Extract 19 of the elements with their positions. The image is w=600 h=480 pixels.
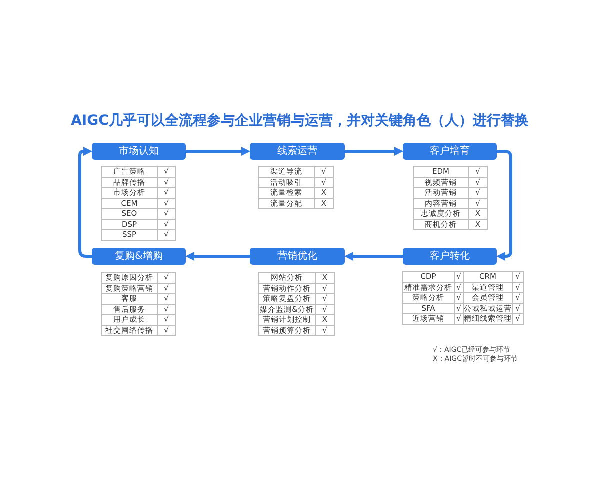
title: AIGC几乎可以全流程参与企业营销与运营，并对关键角色（人）进行替换 — [71, 112, 529, 130]
stage-header: 客户培育 — [403, 143, 497, 160]
arrow — [344, 252, 403, 261]
data-table — [101, 166, 176, 240]
stage-header: 线索运营 — [250, 143, 345, 160]
stage-header: 市场认知 — [92, 143, 186, 160]
arrow — [496, 150, 512, 261]
arrow — [78, 147, 92, 258]
data-table — [402, 271, 524, 324]
stage-header: 客户转化 — [403, 248, 497, 265]
stage-header: 复购&增购 — [92, 248, 186, 265]
arrow — [186, 252, 250, 261]
stage-header: 营销优化 — [250, 248, 345, 265]
arrow — [345, 147, 404, 156]
arrow — [186, 147, 250, 156]
data-table — [258, 166, 334, 209]
data-table — [258, 272, 335, 336]
data-table — [413, 166, 488, 230]
data-table — [101, 272, 176, 336]
